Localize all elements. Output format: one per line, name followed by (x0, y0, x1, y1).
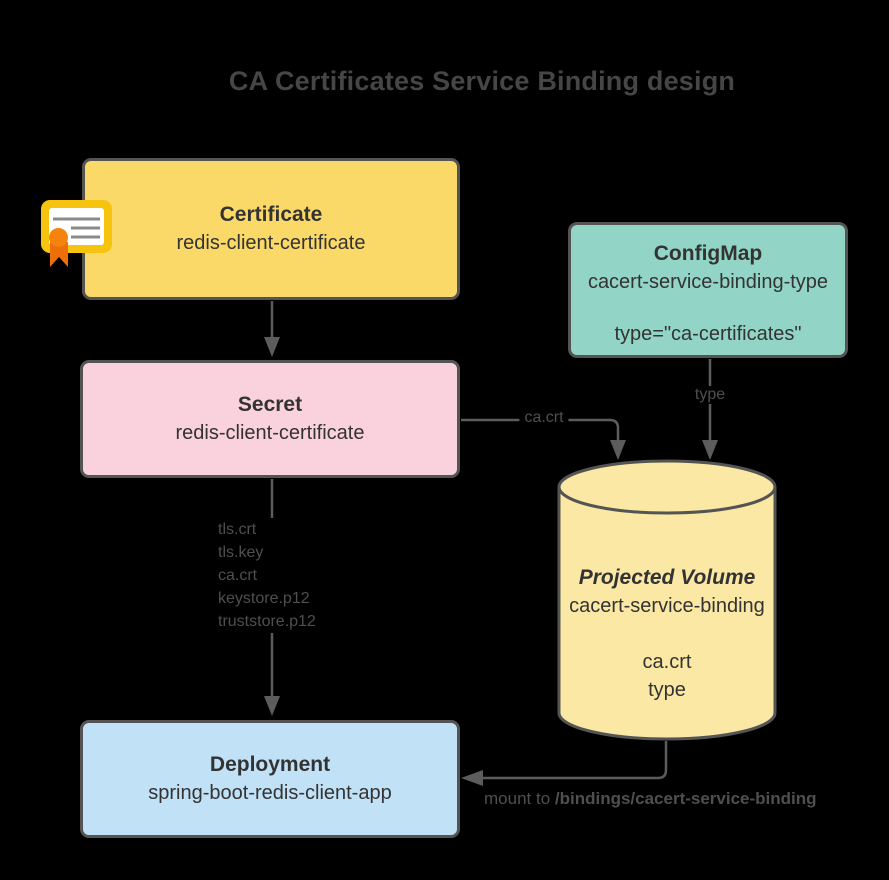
edge-volume-to-deployment (461, 741, 668, 786)
volume-item-cacrt: ca.crt (642, 651, 692, 673)
secret-file-truststore: truststore.p12 (218, 613, 316, 630)
node-projected-volume-cylinder (557, 459, 777, 741)
edge-label-ca-crt: ca.crt (519, 409, 569, 427)
secret-title: Secret (237, 393, 303, 416)
edge-label-secret-files: tls.crt tls.key ca.crt keystore.p12 trus… (214, 518, 320, 633)
diagram-title: CA Certificates Service Binding design (228, 66, 736, 96)
certificate-icon (41, 200, 112, 267)
projected-volume-text: Projected Volume cacert-service-binding … (554, 564, 780, 704)
mount-label-path: /bindings/cacert-service-binding (554, 789, 817, 808)
certificate-subtitle: redis-client-certificate (176, 232, 366, 254)
configmap-title: ConfigMap (653, 242, 763, 265)
node-deployment: Deployment spring-boot-redis-client-app (80, 720, 460, 838)
edge-configmap-to-volume (702, 359, 718, 460)
volume-spacer (554, 620, 780, 648)
deployment-title: Deployment (209, 753, 331, 776)
secret-subtitle: redis-client-certificate (175, 422, 365, 444)
edge-certificate-to-secret (264, 301, 280, 357)
secret-file-tls-key: tls.key (218, 544, 264, 561)
volume-subtitle: cacert-service-binding (569, 595, 765, 617)
volume-title: Projected Volume (578, 566, 756, 589)
certificate-title: Certificate (219, 203, 323, 226)
configmap-type-value: type="ca-certificates" (614, 323, 802, 345)
volume-item-type: type (648, 679, 686, 701)
node-secret: Secret redis-client-certificate (80, 360, 460, 478)
configmap-subtitle: cacert-service-binding-type (587, 271, 829, 293)
node-certificate: Certificate redis-client-certificate (82, 158, 460, 300)
edge-label-type: type (689, 386, 731, 404)
edge-label-mount: mount to /bindings/cacert-service-bindin… (479, 789, 822, 809)
node-configmap: ConfigMap cacert-service-binding-type ty… (568, 222, 848, 358)
deployment-subtitle: spring-boot-redis-client-app (148, 782, 392, 804)
secret-file-ca-crt: ca.crt (218, 567, 258, 584)
secret-file-keystore: keystore.p12 (218, 590, 310, 607)
secret-file-tls-crt: tls.crt (218, 521, 257, 538)
mount-label-prefix: mount to (484, 789, 555, 808)
